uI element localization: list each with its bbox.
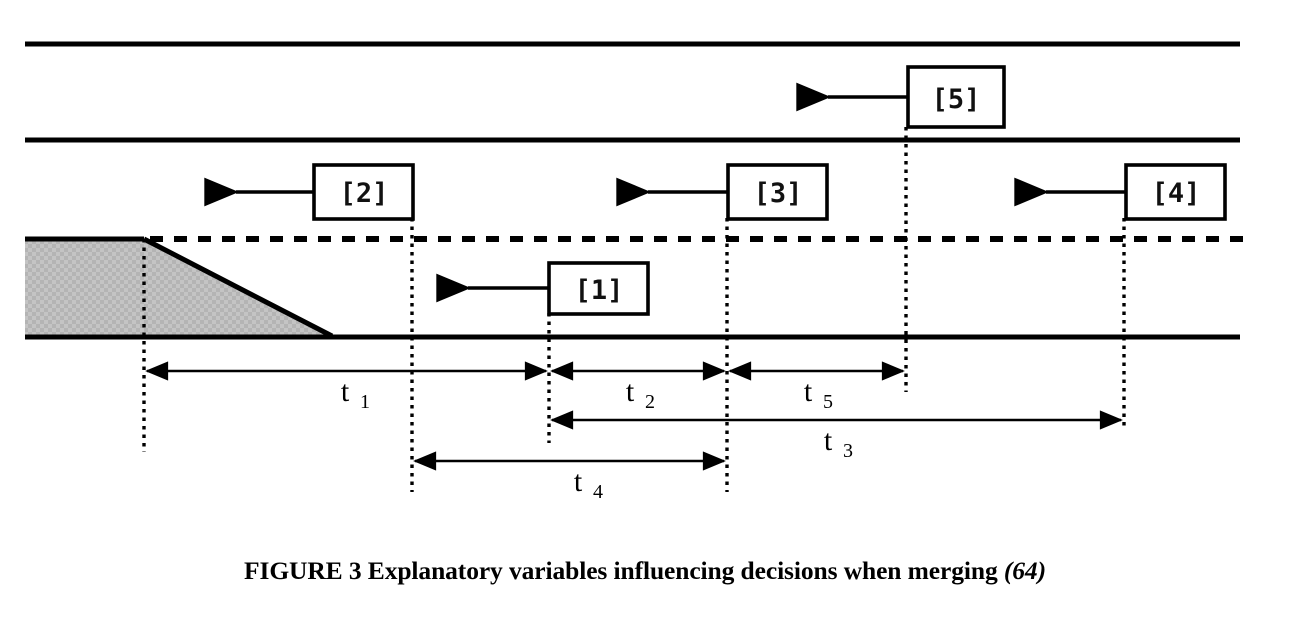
figure-caption-reference: (64) xyxy=(1003,556,1046,585)
dimension-t4: t 4 xyxy=(413,451,726,503)
callout-4-box[interactable] xyxy=(1124,163,1227,221)
dimension-t4-sub: 4 xyxy=(593,481,603,503)
dimension-t1-base: t xyxy=(341,375,350,408)
dimension-t2: t 2 xyxy=(550,361,726,413)
callout-4-label: [4] xyxy=(1152,178,1201,209)
dimension-t2-sub: 2 xyxy=(645,391,655,413)
figure-caption: FIGURE 3 Explanatory variables influenci… xyxy=(0,556,1290,586)
callout-4[interactable]: [4] xyxy=(1014,163,1227,221)
dimension-t5-sub: 5 xyxy=(823,391,833,413)
callout-5-label: [5] xyxy=(932,84,981,115)
callout-2-box[interactable] xyxy=(312,163,415,221)
callout-5[interactable]: [5] xyxy=(796,65,1006,129)
callout-3-box[interactable] xyxy=(726,163,829,221)
dimension-t5-base: t xyxy=(804,375,813,408)
dimension-t1-sub: 1 xyxy=(360,391,370,413)
dimension-t2-base: t xyxy=(626,375,635,408)
callout-3[interactable]: [3] xyxy=(616,163,829,221)
callout-1-box[interactable] xyxy=(547,261,650,316)
callout-2-label: [2] xyxy=(340,178,389,209)
dimension-t5: t 5 xyxy=(728,361,905,413)
callout-5-box[interactable] xyxy=(906,65,1006,129)
callout-2[interactable]: [2] xyxy=(204,163,415,221)
callout-1-label: [1] xyxy=(575,275,624,306)
dimension-t3: t 3 xyxy=(550,410,1123,462)
callout-3-label: [3] xyxy=(754,178,803,209)
dimension-t4-base: t xyxy=(574,465,583,498)
callout-1[interactable]: [1] xyxy=(436,261,650,316)
acceleration-lane-shading xyxy=(25,240,330,335)
figure-caption-main: FIGURE 3 Explanatory variables influenci… xyxy=(244,556,1004,585)
acceleration-lane-taper-edge xyxy=(142,236,334,339)
dimension-t3-sub: 3 xyxy=(843,440,853,462)
dimension-t3-base: t xyxy=(824,424,833,457)
dimension-t1: t 1 xyxy=(145,361,548,413)
